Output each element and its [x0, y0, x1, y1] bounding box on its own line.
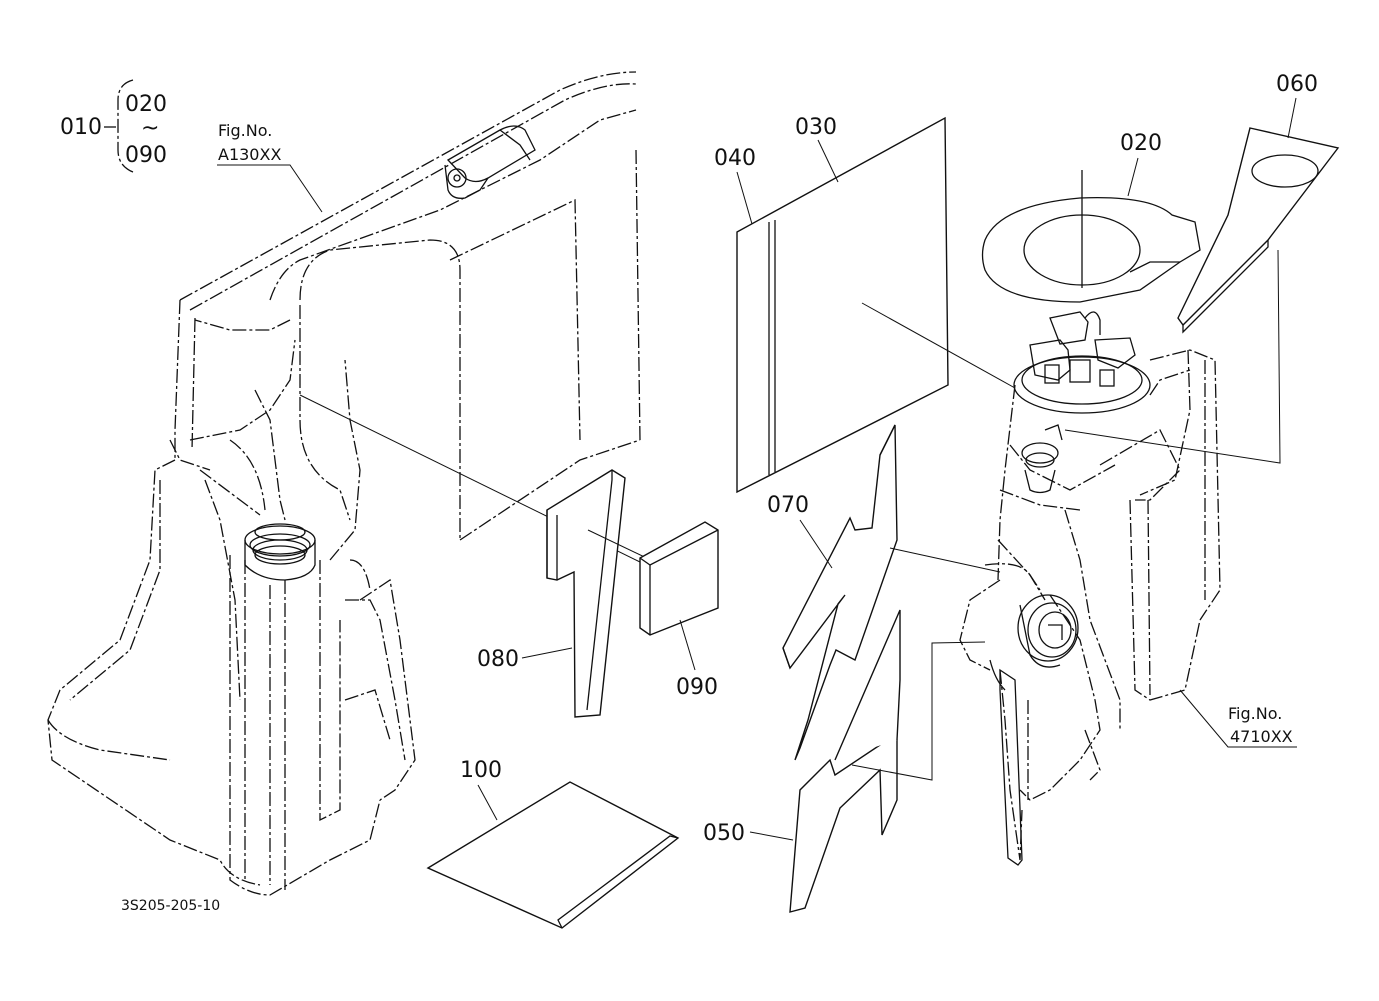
assembly-label: 010 [60, 115, 102, 140]
tank-frame-outline [47, 71, 641, 896]
part-050-strip [789, 609, 901, 913]
range-end-label: 090 [125, 143, 167, 168]
leader-090 [679, 619, 696, 671]
fig-code: A130XX [218, 145, 281, 164]
part-070-strip [782, 424, 898, 761]
leader-080 [521, 647, 573, 659]
leader-060-tank [1064, 249, 1281, 464]
leader-030 [817, 139, 839, 183]
label-100: 100 [460, 758, 502, 783]
part-100-sheet [426, 781, 680, 929]
part-020-gasket [981, 170, 1201, 303]
range-tilde: ~ [141, 116, 159, 141]
figure-reference-a130: Fig.No. A130XX [217, 121, 323, 213]
assembly-header: 010 020 ~ 090 [60, 79, 167, 173]
assembly-bracket [117, 79, 134, 173]
breather-cap [444, 125, 536, 199]
part-090-pad [639, 521, 719, 636]
fig-code: 4710XX [1230, 727, 1293, 746]
leader-070 [799, 519, 833, 569]
label-080: 080 [477, 647, 519, 672]
leader-050-tank [851, 641, 986, 781]
fuel-tank-assembly [959, 311, 1221, 866]
part-040-030-panels [736, 116, 949, 494]
drawing-code: 3S205-205-10 [121, 898, 220, 914]
label-060: 060 [1276, 72, 1318, 97]
leader-100 [477, 784, 498, 821]
part-080-foam [546, 469, 626, 718]
figure-reference-4710: Fig.No. 4710XX [1179, 689, 1297, 748]
leader-020 [1127, 157, 1139, 197]
leader-070-tank [889, 547, 1001, 573]
label-090: 090 [676, 675, 718, 700]
label-050: 050 [703, 821, 745, 846]
fig-leader-line [217, 164, 323, 213]
label-020: 020 [1120, 131, 1162, 156]
leader-050 [749, 831, 794, 841]
label-040: 040 [714, 146, 756, 171]
label-070: 070 [767, 493, 809, 518]
label-030: 030 [795, 115, 837, 140]
fig-leader-line [1179, 689, 1297, 748]
fig-label: Fig.No. [218, 121, 272, 140]
leader-060 [1287, 97, 1297, 139]
leader-040 [736, 171, 753, 225]
filler-neck [244, 523, 316, 581]
fig-label: Fig.No. [1228, 704, 1282, 723]
leader-030-tank [861, 302, 1016, 389]
part-060-strap [1177, 127, 1340, 334]
range-start-label: 020 [125, 92, 167, 117]
